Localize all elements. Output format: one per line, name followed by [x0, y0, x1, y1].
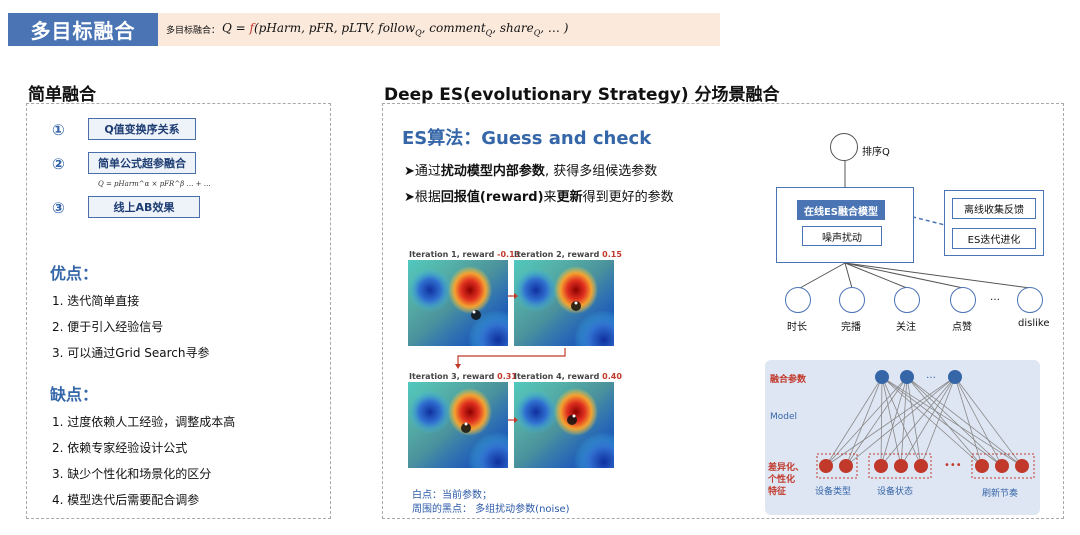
es-title: ES算法：Guess and check [402, 128, 652, 149]
network-top-dots: … [926, 370, 936, 381]
pros-title: 优点： [50, 264, 99, 283]
bullet-2-pre: 根据 [414, 190, 441, 205]
model-container [776, 187, 914, 263]
side-box-1: 离线收集反馈 [952, 198, 1036, 219]
iter-label-4: Iteration 4, reward 0.40 [514, 372, 622, 381]
model-label: Model [770, 412, 798, 422]
bullet-2: ➤根据回报值(reward)来更新得到更好的参数 [404, 186, 674, 205]
sub-q: Q [415, 28, 422, 38]
note-2: 周围的黑点： 多组扰动参数(noise) [412, 504, 570, 515]
iter-reward: 0.31 [497, 372, 517, 381]
iter-name: Iteration 3 [409, 372, 457, 381]
group-label-3: 刷新节奏 [982, 489, 1019, 499]
iter-reward-text: , reward [561, 250, 603, 259]
leaf-node [785, 287, 811, 313]
pro-item: 1. 迭代简单直接 [52, 294, 140, 308]
leaf-node [894, 287, 920, 313]
es-diagram-lines [799, 160, 1031, 289]
bullet-1: ➤通过扰动模型内部参数, 获得多组候选参数 [404, 160, 657, 179]
right-title: Deep ES(evolutionary Strategy) 分场景融合 [384, 85, 780, 105]
iter-reward-text: , reward [456, 372, 498, 381]
step-num-3: ③ [52, 199, 65, 217]
iter-label-3: Iteration 3, reward 0.31 [409, 372, 517, 381]
leaf-label: 时长 [787, 322, 807, 333]
right-panel [382, 103, 1064, 519]
formula-f: f [249, 21, 254, 36]
step-box-3: 线上AB效果 [88, 196, 200, 218]
formula-args4: , … ) [540, 21, 569, 36]
step-box-1: Q值变换序关系 [88, 118, 196, 140]
iter-name: Iteration 2 [514, 250, 562, 259]
formula-args2: , comment [421, 21, 486, 36]
formula-bar: 多目标融合： Q = f(pHarm, pFR, pLTV, followQ, … [158, 13, 720, 46]
bullet-2-post: 得到更好的参数 [582, 190, 674, 205]
iter-reward-text: , reward [561, 372, 603, 381]
iter-reward-text: , reward [456, 250, 498, 259]
network-lines [816, 370, 1035, 479]
step-num-1: ① [52, 121, 65, 139]
leaf-ellipsis: … [990, 292, 1000, 303]
top-node-label: 排序Q [862, 147, 890, 158]
left-panel [26, 103, 331, 519]
con-item: 1. 过度依赖人工经验，调整成本高 [52, 415, 236, 429]
pro-item: 2. 便于引入经验信号 [52, 320, 164, 334]
side-box-2: ES迭代进化 [952, 228, 1036, 249]
leaf-label: 完播 [841, 322, 861, 333]
leaf-node [839, 287, 865, 313]
formula-label: 多目标融合： [166, 26, 221, 36]
pro-item: 3. 可以通过Grid Search寻参 [52, 346, 210, 360]
con-item: 3. 缺少个性化和场景化的区分 [52, 467, 212, 481]
bullet-2-mid: 来 [543, 190, 557, 205]
iter-label-2: Iteration 2, reward 0.15 [514, 250, 622, 259]
iter-reward: -0.13 [497, 250, 521, 259]
params-label: 融合参数 [770, 375, 807, 385]
formula-args3: , share [492, 21, 534, 36]
mini-formula: Q = pHarm^α × pFR^β … + … [98, 180, 211, 188]
leaf-node [1017, 287, 1043, 313]
sub-q: Q [485, 28, 493, 38]
network-panel [765, 360, 1040, 515]
note-1: 白点：当前参数； [412, 490, 492, 501]
iter-label-1: Iteration 1, reward -0.13 [409, 250, 520, 259]
noise-box: 噪声扰动 [802, 226, 882, 246]
formula-args: (pHarm, pFR, pLTV, follow [254, 21, 416, 36]
iteration-4-heatmap [514, 382, 614, 468]
step-num-2: ② [52, 155, 65, 173]
iteration-3-heatmap [408, 382, 508, 468]
group-label-2: 设备状态 [877, 487, 914, 497]
bullet-2-bold1: 回报值(reward) [440, 190, 544, 205]
con-item: 2. 依赖专家经验设计公式 [52, 441, 188, 455]
formula-lhs: Q = [222, 21, 250, 36]
iteration-1-heatmap [408, 260, 508, 346]
bullet-2-bold2: 更新 [556, 190, 583, 205]
formula: Q = f(pHarm, pFR, pLTV, followQ, comment… [222, 21, 568, 37]
cons-title: 缺点： [50, 385, 99, 404]
network-mid-dots: ••• [944, 460, 962, 471]
bullet-arrow: ➤ [404, 164, 415, 179]
bullet-1-pre: 通过 [414, 164, 441, 179]
bullet-1-bold: 扰动模型内部参数 [440, 164, 545, 179]
leaf-label: 点赞 [952, 322, 972, 333]
bullet-1-post: , 获得多组候选参数 [544, 164, 658, 179]
iter-reward: 0.40 [602, 372, 622, 381]
sub-q: Q [533, 28, 541, 38]
con-item: 4. 模型迭代后需要配合调参 [52, 493, 200, 507]
section-header: 多目标融合 [8, 13, 158, 46]
bullet-arrow: ➤ [404, 190, 415, 205]
group-label-1: 设备类型 [815, 487, 852, 497]
leaf-label: dislike [1018, 318, 1050, 329]
left-title: 简单融合 [28, 85, 96, 105]
feature-label: 差异化、 个性化 特征 [768, 463, 805, 497]
model-box: 在线ES融合模型 [797, 200, 885, 220]
iter-name: Iteration 4 [514, 372, 562, 381]
iter-name: Iteration 1 [409, 250, 457, 259]
q-node [830, 133, 858, 161]
iteration-arrows [455, 293, 566, 423]
leaf-label: 关注 [896, 322, 916, 333]
step-box-2: 简单公式超参融合 [88, 152, 196, 174]
leaf-node [950, 287, 976, 313]
iter-reward: 0.15 [602, 250, 622, 259]
iteration-2-heatmap [514, 260, 614, 346]
